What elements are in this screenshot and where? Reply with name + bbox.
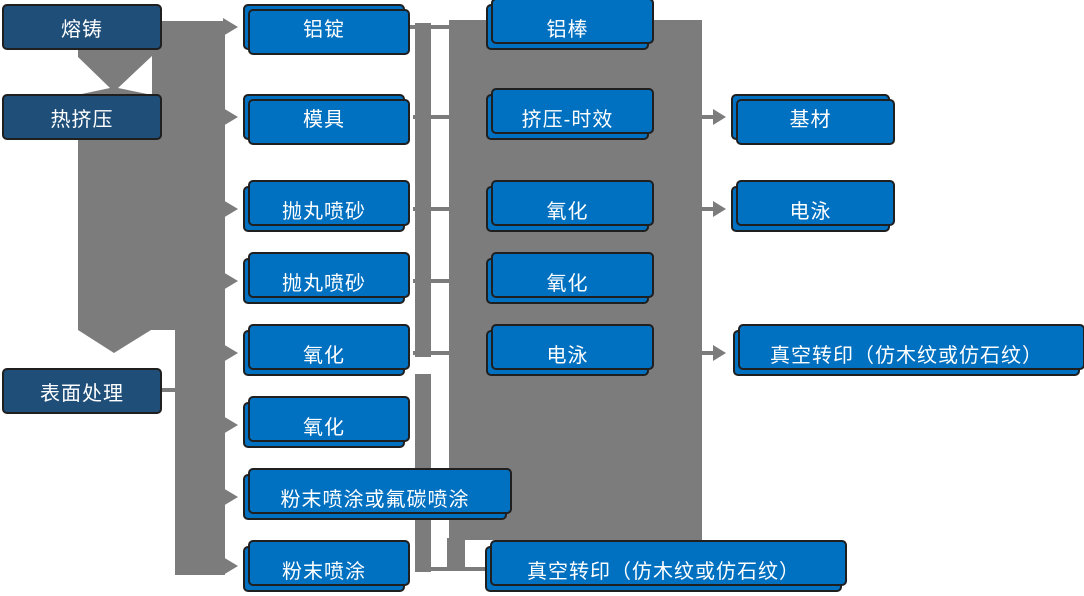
node-electrophoresis-2: 电泳 [731,186,890,232]
left-bus-band [78,21,225,575]
node-extrusion-aging: 挤压-时效 [486,94,649,140]
node-surface-treatment: 表面处理 [2,368,162,414]
node-casting: 熔铸 [2,4,162,50]
arrowhead-substrate [713,109,726,125]
arrowhead-vacuum-transfer [713,345,726,361]
node-oxidation-1: 氧化 [243,330,405,376]
node-hot-extrusion: 热挤压 [2,94,162,140]
down-arrow-notch-right [118,56,152,95]
arrowhead-row2 [223,108,238,126]
arrowhead-row5 [223,344,238,362]
tie-line-row3 [413,207,450,211]
surface-treatment-stub [160,388,176,392]
arrowhead-electrophoresis [713,201,726,217]
column3-band-foot [447,538,465,571]
node-powder-or-fluorocarbon-coating: 粉末喷涂或氟碳喷涂 [243,474,507,520]
arrowhead-row7 [223,488,238,506]
node-vacuum-transfer-right: 真空转印（仿木纹或仿石纹） [733,330,1080,376]
arrowhead-row6 [223,416,238,434]
bottom-tie-line [417,567,487,571]
node-powder-coating: 粉末喷涂 [243,546,405,592]
node-shot-blasting-1: 抛丸喷砂 [243,186,405,232]
node-aluminum-rod: 铝棒 [486,4,649,50]
node-vacuum-transfer-bottom: 真空转印（仿木纹或仿石纹） [485,546,842,592]
tie-line-row1 [406,25,450,29]
node-substrate: 基材 [731,94,890,140]
node-oxidation-4: 氧化 [486,258,649,304]
node-mold: 模具 [243,94,405,140]
node-oxidation-2: 氧化 [243,402,405,448]
arrowhead-row8 [223,557,238,575]
node-aluminum-ingot: 铝锭 [243,4,405,50]
node-shot-blasting-2: 抛丸喷砂 [243,258,405,304]
arrowhead-row4 [223,272,238,290]
tie-line-row2 [413,115,450,119]
arrowhead-row1 [223,18,238,36]
mid-bus-upper [415,23,431,357]
tie-line-row5 [413,351,450,355]
node-electrophoresis-1: 电泳 [486,330,649,376]
arrowhead-row3 [223,200,238,218]
tie-line-row4 [413,279,450,283]
down-arrow-notch-left [77,56,110,95]
node-oxidation-3: 氧化 [486,186,649,232]
